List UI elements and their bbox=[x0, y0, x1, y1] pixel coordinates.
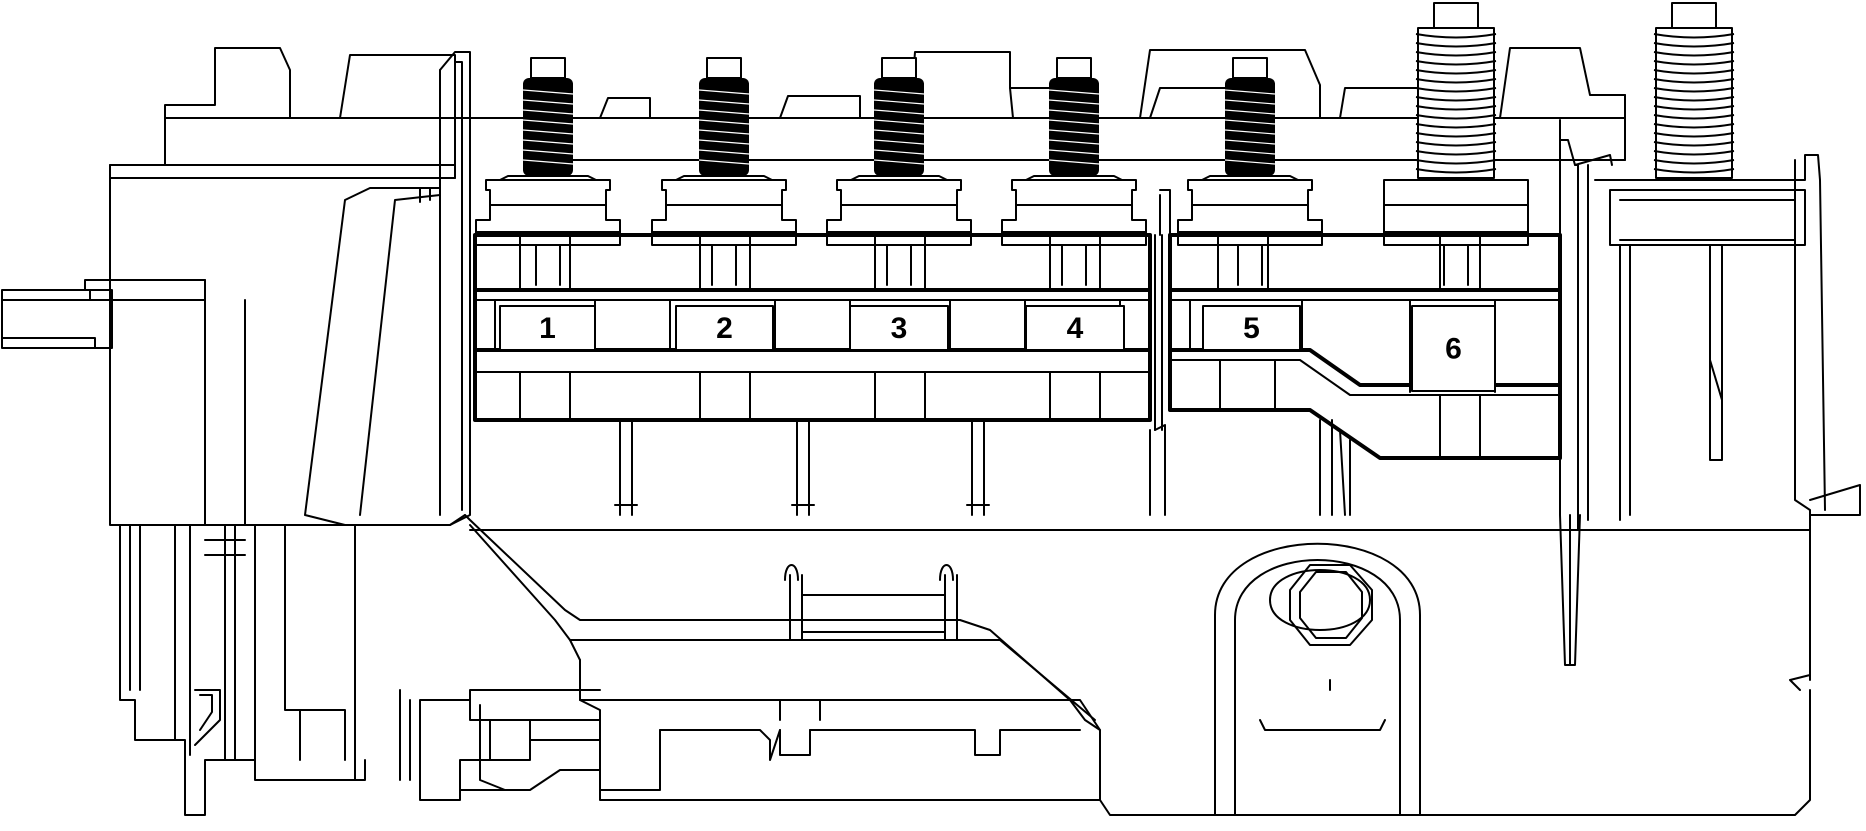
right-end-wall bbox=[1559, 119, 1861, 691]
left-connector-housing bbox=[1, 164, 456, 816]
fuse-block-body bbox=[399, 514, 1811, 816]
terminal-number: 4 bbox=[1067, 312, 1084, 345]
stud-6 bbox=[1383, 2, 1529, 286]
side-shroud bbox=[304, 51, 471, 526]
terminal-number: 1 bbox=[539, 312, 556, 345]
stud-5 bbox=[1177, 57, 1323, 286]
terminal-label-box bbox=[1202, 305, 1301, 351]
terminal-number: 3 bbox=[891, 312, 908, 345]
terminal-label-box bbox=[675, 305, 774, 351]
terminal-number: 5 bbox=[1243, 312, 1260, 345]
stud-4 bbox=[1001, 57, 1147, 286]
stud-7 bbox=[1653, 2, 1735, 179]
stud-3 bbox=[826, 57, 972, 286]
terminal-label-3: 3 bbox=[849, 305, 949, 351]
stud-2 bbox=[651, 57, 797, 286]
terminal-label-1: 1 bbox=[499, 305, 596, 351]
terminal-label-box bbox=[1411, 305, 1496, 392]
terminal-label-box bbox=[1025, 305, 1125, 351]
terminal-label-2: 2 bbox=[675, 305, 774, 351]
mounting-lug bbox=[1214, 542, 1421, 816]
terminal-label-6: 6 bbox=[1411, 305, 1496, 392]
terminal-label-5: 5 bbox=[1202, 305, 1301, 351]
terminal-label-box bbox=[499, 305, 596, 351]
studs bbox=[475, 2, 1735, 286]
stud-1 bbox=[475, 57, 621, 286]
terminal-label-4: 4 bbox=[1025, 305, 1125, 351]
terminal-labels: 1 2 3 4 5 6 bbox=[499, 305, 1496, 392]
terminal-number: 2 bbox=[716, 312, 733, 345]
hex-nut bbox=[1289, 564, 1373, 646]
terminal-number: 6 bbox=[1445, 332, 1462, 365]
terminal-label-box bbox=[849, 305, 949, 351]
